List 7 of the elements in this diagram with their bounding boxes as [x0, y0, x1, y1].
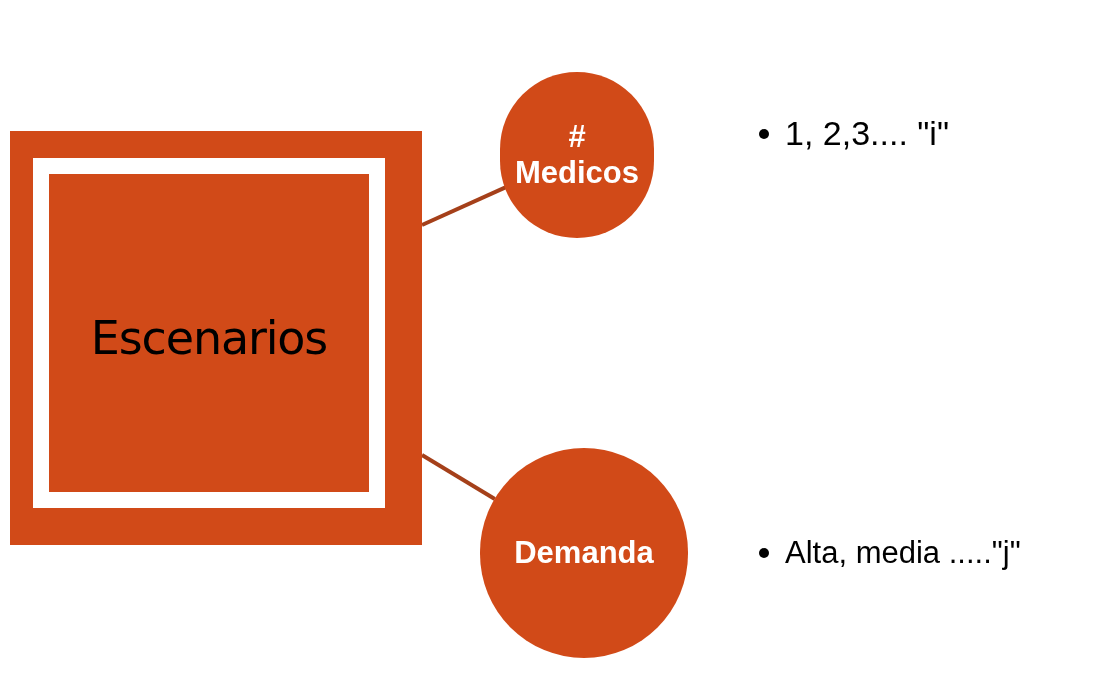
node-title: Escenarios	[90, 309, 328, 367]
framed-square	[10, 131, 422, 545]
node-label: # Medicos	[515, 119, 639, 191]
bullet-text: Alta, media ....."j"	[785, 534, 1021, 572]
connector-line	[421, 185, 507, 227]
node-label: Demanda	[514, 535, 654, 571]
bullet-text: 1, 2,3.... "i"	[785, 113, 949, 154]
